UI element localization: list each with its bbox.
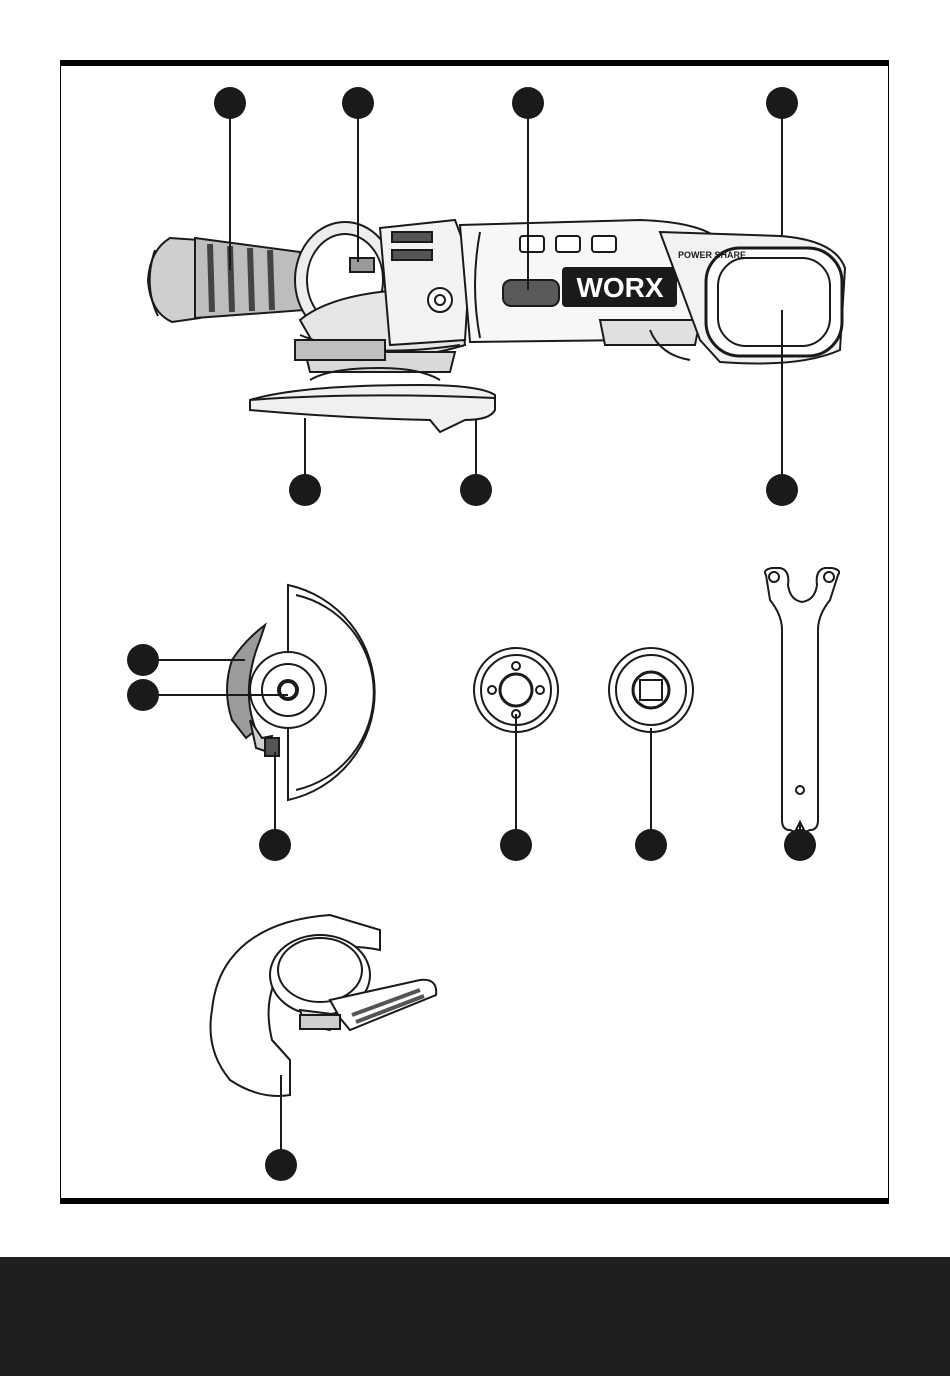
cutting-guard-drawing xyxy=(210,915,436,1096)
wheel-guard xyxy=(250,368,495,432)
worx-logo: WORX xyxy=(576,272,663,303)
marker-guard-tab xyxy=(460,474,492,506)
guard-assembly-drawing xyxy=(227,585,375,800)
power-share-badge: POWER SHARE xyxy=(678,250,746,260)
footer-bar xyxy=(0,1257,950,1376)
marker-cutting-guard xyxy=(265,1149,297,1181)
marker-handle xyxy=(214,87,246,119)
marker-guard-clip xyxy=(259,829,291,861)
marker-outer-flange xyxy=(635,829,667,861)
marker-battery xyxy=(766,474,798,506)
side-handle xyxy=(148,238,305,322)
marker-spanner xyxy=(784,829,816,861)
marker-inner-flange xyxy=(500,829,532,861)
marker-switch xyxy=(512,87,544,119)
angle-grinder-drawing: WORX POWER SHARE xyxy=(148,220,845,432)
outer-flange-drawing xyxy=(609,648,693,732)
marker-guard-collar xyxy=(127,679,159,711)
marker-spindle-lock xyxy=(342,87,374,119)
spanner-drawing xyxy=(765,568,839,832)
gear-head xyxy=(295,220,470,372)
marker-battery-top xyxy=(766,87,798,119)
marker-guard xyxy=(289,474,321,506)
marker-guard-lever xyxy=(127,644,159,676)
